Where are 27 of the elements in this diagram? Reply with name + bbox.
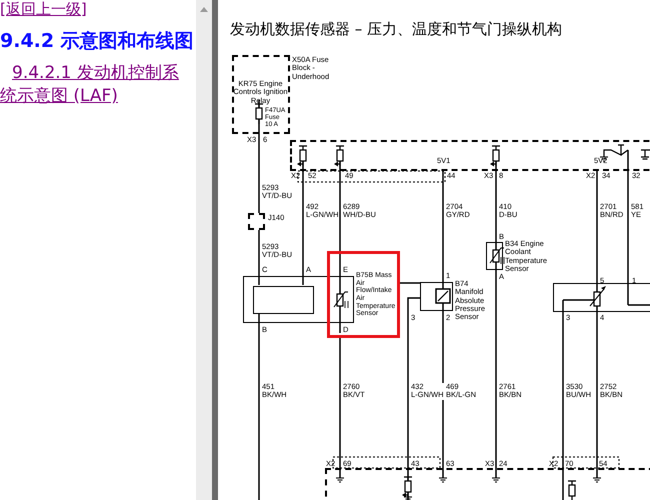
- fuse-block: [232, 55, 290, 134]
- sensor-highlight: [327, 251, 400, 338]
- connector-box: [248, 213, 265, 230]
- wire: [442, 171, 444, 282]
- sensor-box: [553, 283, 650, 312]
- wire: [258, 230, 260, 276]
- wire: [302, 171, 304, 276]
- wire: [407, 297, 420, 468]
- subsection-link: 9.4.2.1 发动机控制系统示意图 (LAF): [0, 62, 180, 108]
- wire: [495, 270, 497, 468]
- wire: [400, 282, 420, 284]
- wire: [596, 171, 598, 283]
- wire: [258, 323, 260, 500]
- wire: [339, 171, 341, 251]
- wire: [627, 171, 629, 283]
- wire: [562, 312, 564, 468]
- diagram-title: 发动机数据传感器 – 压力、温度和节气门操纵机构: [230, 20, 562, 39]
- wire: [258, 134, 260, 213]
- control-module: [290, 140, 650, 171]
- wire: [495, 171, 497, 242]
- section-heading: 9.4.2 示意图和布线图: [0, 29, 195, 54]
- sensor-element: [253, 286, 314, 314]
- sensor-housing: [243, 276, 354, 323]
- back-link: [返回上一级]: [0, 0, 88, 19]
- wire: [442, 311, 444, 468]
- wire: [339, 338, 341, 468]
- wire: [596, 312, 598, 468]
